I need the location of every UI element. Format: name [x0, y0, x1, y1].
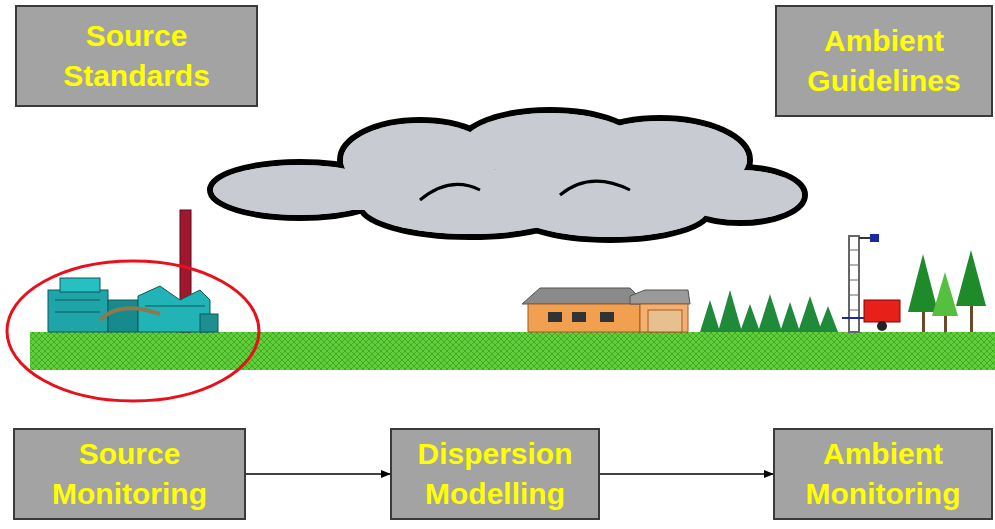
label-box: Ambient Guidelines	[775, 5, 993, 117]
factory-illustration	[48, 210, 218, 332]
box-label: Ambient Monitoring	[789, 434, 977, 514]
box-label: Source Standards	[31, 16, 242, 96]
tree-row	[700, 290, 838, 332]
text-stack: Dispersion Modelling	[406, 434, 584, 514]
label-box: Source Monitoring	[13, 428, 246, 520]
box-label: Source Monitoring	[29, 434, 230, 514]
label-box: Source Standards	[15, 5, 258, 107]
monitoring-station	[842, 234, 900, 332]
highlight-circle	[7, 261, 259, 401]
text-stack: Source Standards	[31, 16, 242, 96]
flow-arrow	[600, 473, 773, 475]
tree-group	[908, 250, 986, 332]
flow-arrow	[246, 473, 390, 475]
text-stack: Source Monitoring	[29, 434, 230, 514]
house-illustration	[522, 288, 690, 332]
text-stack: Ambient Monitoring	[789, 434, 977, 514]
label-box: Dispersion Modelling	[390, 428, 600, 520]
text-stack: Ambient Guidelines	[791, 21, 977, 101]
plume-cloud	[210, 110, 805, 240]
box-label: Ambient Guidelines	[791, 21, 977, 101]
box-label: Dispersion Modelling	[406, 434, 584, 514]
ground-strip	[30, 332, 995, 370]
label-box: Ambient Monitoring	[773, 428, 993, 520]
